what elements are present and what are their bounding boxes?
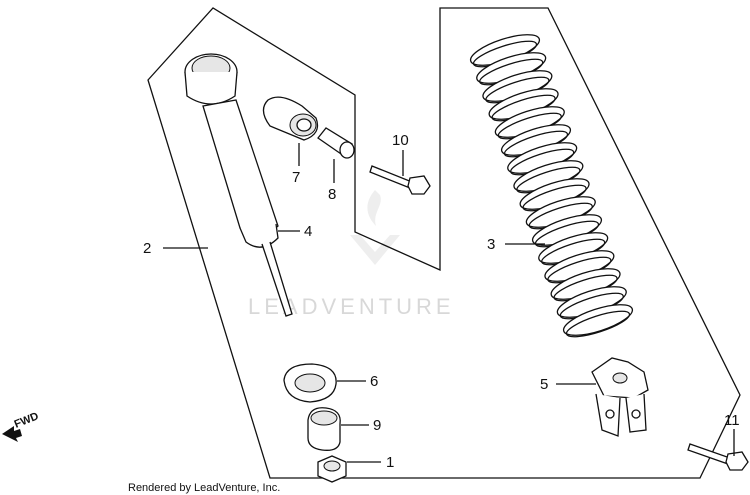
coil-spring-part: [469, 34, 634, 338]
spring-coil-inner: [565, 310, 631, 338]
callout-9: 9: [373, 417, 381, 434]
bracket-part: [591, 357, 649, 437]
callout-2: 2: [143, 240, 151, 257]
collar-part: [317, 127, 355, 159]
nut-part: [317, 455, 347, 483]
credit-text: Rendered by LeadVenture, Inc.: [128, 482, 280, 494]
callout-10: 10: [392, 132, 409, 149]
callout-11: 11: [724, 412, 740, 429]
callout-4: 4: [304, 223, 312, 240]
rubber-bush-part: [307, 407, 341, 451]
rubber-seat-part: [283, 363, 337, 403]
fwd-arrow-icon: [2, 426, 22, 442]
callout-6: 6: [370, 373, 378, 390]
callout-3: 3: [487, 236, 495, 253]
group-outline-left: [147, 7, 741, 479]
callout-8: 8: [328, 186, 336, 203]
watermark-text: LEADVENTURE: [248, 294, 455, 319]
bolt-part-10: [369, 165, 431, 195]
callout-1: 1: [386, 454, 394, 471]
leader-lines: [163, 143, 735, 463]
shock-absorber-part: [184, 53, 293, 317]
bushing-part: [262, 96, 319, 141]
bolt-part-11: [687, 443, 749, 471]
callout-7: 7: [292, 169, 300, 186]
watermark-logo: [350, 190, 400, 265]
callout-5: 5: [540, 376, 548, 393]
fwd-label: FWD: [13, 410, 41, 431]
